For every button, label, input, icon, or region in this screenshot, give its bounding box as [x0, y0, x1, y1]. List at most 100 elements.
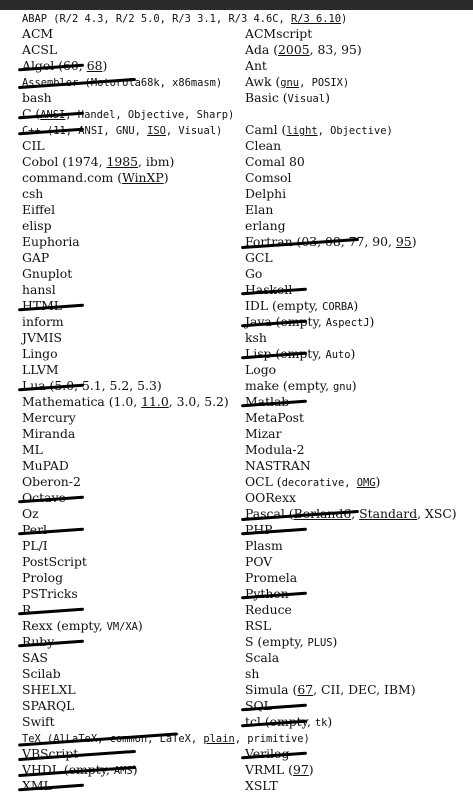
language-entry: VHDL (empty, AMS) [18, 762, 244, 778]
entry-text: VM/XA [106, 621, 138, 633]
entry-text: S (empty, [245, 634, 308, 649]
entry-text: VHDL (empty, [22, 762, 114, 777]
entry-text: SPARQL [22, 698, 75, 713]
entry-text: Algol (60, [22, 58, 87, 73]
entry-text: Swift [22, 714, 55, 729]
entry-text: ) [327, 714, 333, 729]
language-entry: C++ (11, ANSI, GNU, ISO, Visual) [17, 122, 244, 138]
entry-text: POV [245, 554, 273, 569]
entry-text: AspectJ [325, 317, 370, 329]
language-entry: Perl [17, 522, 244, 538]
language-entry: Elan [245, 202, 471, 218]
entry-text: 97 [292, 762, 309, 777]
language-entry: Mercury [22, 410, 244, 426]
entry-text: VRML ( [245, 762, 293, 777]
entry-text: ) [341, 13, 348, 25]
language-entry: inform [22, 314, 244, 330]
entry-text: plain [203, 733, 235, 745]
language-entry: Awk (gnu, POSIX) [245, 74, 471, 90]
entry-text: ACMscript [245, 26, 313, 41]
entry-text: ) [163, 170, 169, 185]
language-entry: OORexx [245, 490, 471, 506]
entry-text: R/3 6.10 [291, 13, 342, 25]
entry-text: , 3.0, 5.2) [168, 394, 229, 409]
entry-text: Clean [245, 138, 282, 153]
entry-text: NASTRAN [245, 458, 311, 473]
language-entry: SHELXL [22, 682, 244, 698]
entry-text: Simula ( [245, 682, 298, 697]
entry-text: make (empty, [245, 378, 333, 393]
entry-text: Visual [287, 93, 326, 105]
entry-text: SQL [245, 698, 272, 713]
entry-text: 11.0 [141, 394, 169, 409]
entry-text: Pascal ( [245, 506, 294, 521]
entry-text: CORBA [322, 301, 354, 313]
language-entry: POV [245, 554, 471, 570]
entry-text: RSL [245, 618, 272, 633]
language-entry: ksh [245, 330, 471, 346]
entry-text: light [286, 125, 318, 137]
entry-text: tcl (empty, [245, 714, 315, 729]
entry-text: VBScript [22, 746, 79, 761]
entry-text: ) [369, 314, 375, 329]
language-entry: XML [17, 778, 244, 794]
entry-text: MetaPost [245, 410, 305, 425]
entry-text: HTML [22, 298, 62, 313]
entry-text: PSTricks [22, 586, 78, 601]
entry-text: ) [332, 634, 338, 649]
language-entry: XSLT [245, 778, 471, 794]
language-entry: Python [240, 586, 471, 602]
language-entry: Fortran (03, 08, 77, 90, 95) [241, 234, 471, 250]
entry-text: OORexx [245, 490, 296, 505]
language-entry: SQL [240, 698, 471, 714]
entry-text: ACSL [22, 42, 58, 57]
language-entry: RSL [245, 618, 471, 634]
language-entry: Ant [245, 58, 471, 74]
entry-text: Lisp (empty, [245, 346, 326, 361]
entry-text: Reduce [245, 602, 292, 617]
entry-text: OCL ( [245, 474, 282, 489]
language-entry: Lisp (empty, Auto) [240, 346, 471, 362]
language-entry: Java (empty, AspectJ) [240, 314, 471, 330]
entry-text: Go [245, 266, 263, 281]
entry-text: , CII, DEC, IBM) [313, 682, 416, 697]
entry-text: ABAP (R/2 4.3, R/2 5.0, R/3 3.1, R/3 4.6… [22, 13, 291, 25]
entry-text: Mathematica (1.0, [22, 394, 142, 409]
language-entry: tcl (empty, tk) [240, 714, 471, 730]
language-entry: S (empty, PLUS) [245, 634, 471, 650]
entry-text: OMG [356, 477, 376, 489]
entry-text: Ant [245, 58, 267, 73]
language-entry: R [17, 602, 244, 618]
language-entry [245, 10, 471, 26]
language-entry: erlang [245, 218, 471, 234]
entry-text: Oz [22, 506, 39, 521]
language-entry: Delphi [245, 186, 471, 202]
entry-text: Prolog [22, 570, 64, 585]
entry-text: IDL (empty, [245, 298, 323, 313]
entry-text: , Visual) [165, 125, 223, 137]
language-entry: Simula (67, CII, DEC, IBM) [245, 682, 471, 698]
language-entry: ACM [22, 26, 244, 42]
entry-text: PL/I [22, 538, 48, 553]
language-entry: Cobol (1974, 1985, ibm) [22, 154, 244, 170]
language-column-left: ABAP (R/2 4.3, R/2 5.0, R/3 3.1, R/3 4.6… [17, 10, 347, 794]
language-entry: CIL [22, 138, 244, 154]
language-entry: NASTRAN [245, 458, 471, 474]
language-entry: Go [245, 266, 471, 282]
entry-text: inform [22, 314, 64, 329]
entry-text: Comsol [245, 170, 292, 185]
entry-text: Ada ( [245, 42, 279, 57]
entry-text: AMS [113, 765, 133, 777]
language-entry: Promela [245, 570, 471, 586]
entry-text: ACM [22, 26, 54, 41]
language-entry: ACSL [22, 42, 244, 58]
language-entry: Modula-2 [245, 442, 471, 458]
entry-text: , [351, 506, 360, 521]
language-entry [245, 730, 471, 746]
language-entry: Scilab [22, 666, 244, 682]
entry-text: ) [351, 378, 357, 393]
entry-text: , XSC) [417, 506, 457, 521]
entry-text: 2005 [278, 42, 310, 57]
language-entry: LLVM [22, 362, 244, 378]
entry-text: gnu [280, 77, 300, 89]
